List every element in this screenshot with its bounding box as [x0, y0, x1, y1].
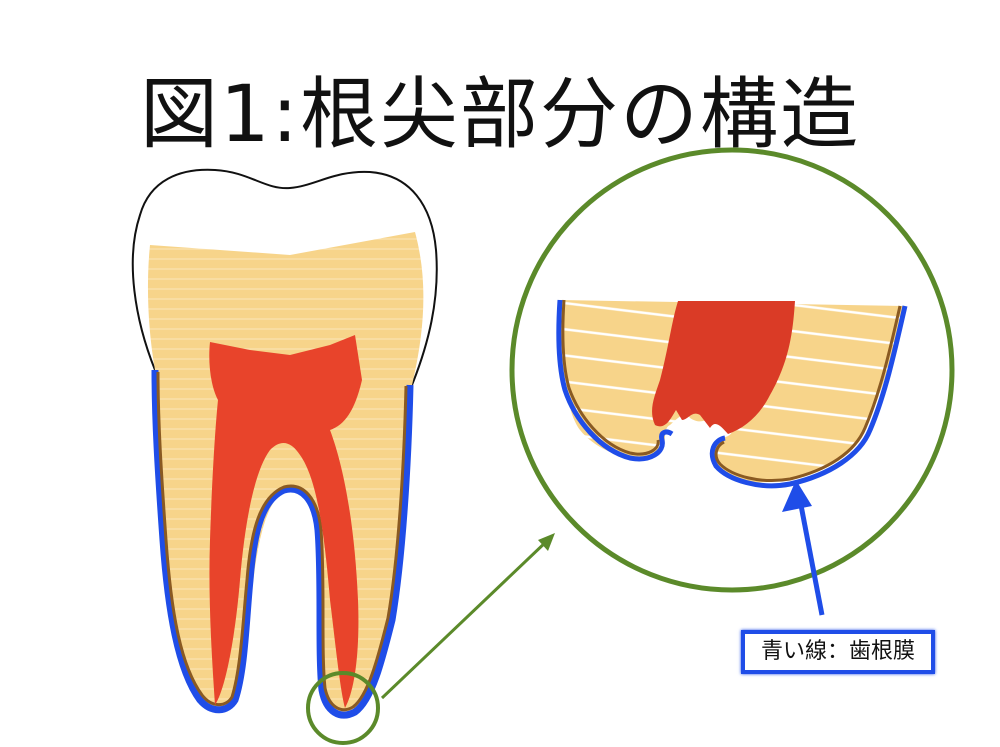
magnified-pulp — [652, 301, 795, 434]
apex-callout-circle — [306, 671, 380, 745]
magnified-cementum-left — [561, 299, 660, 456]
callout-arrow-line — [380, 538, 550, 700]
cementum-line — [156, 371, 408, 712]
magnified-ligament-left — [556, 299, 674, 462]
callout-arrow-head-icon — [538, 533, 555, 551]
pulp — [209, 335, 362, 708]
magnified-ligament-right — [709, 305, 908, 489]
diagram-title: 図1:根尖部分の構造 — [140, 70, 860, 160]
root-surface-left — [151, 369, 414, 719]
ligament-pointer-line — [797, 499, 825, 616]
magnified-cementum-right — [714, 305, 902, 483]
ligament-label: 青い線：歯根膜 — [741, 630, 935, 674]
ligament-pointer-head-icon — [782, 480, 812, 512]
